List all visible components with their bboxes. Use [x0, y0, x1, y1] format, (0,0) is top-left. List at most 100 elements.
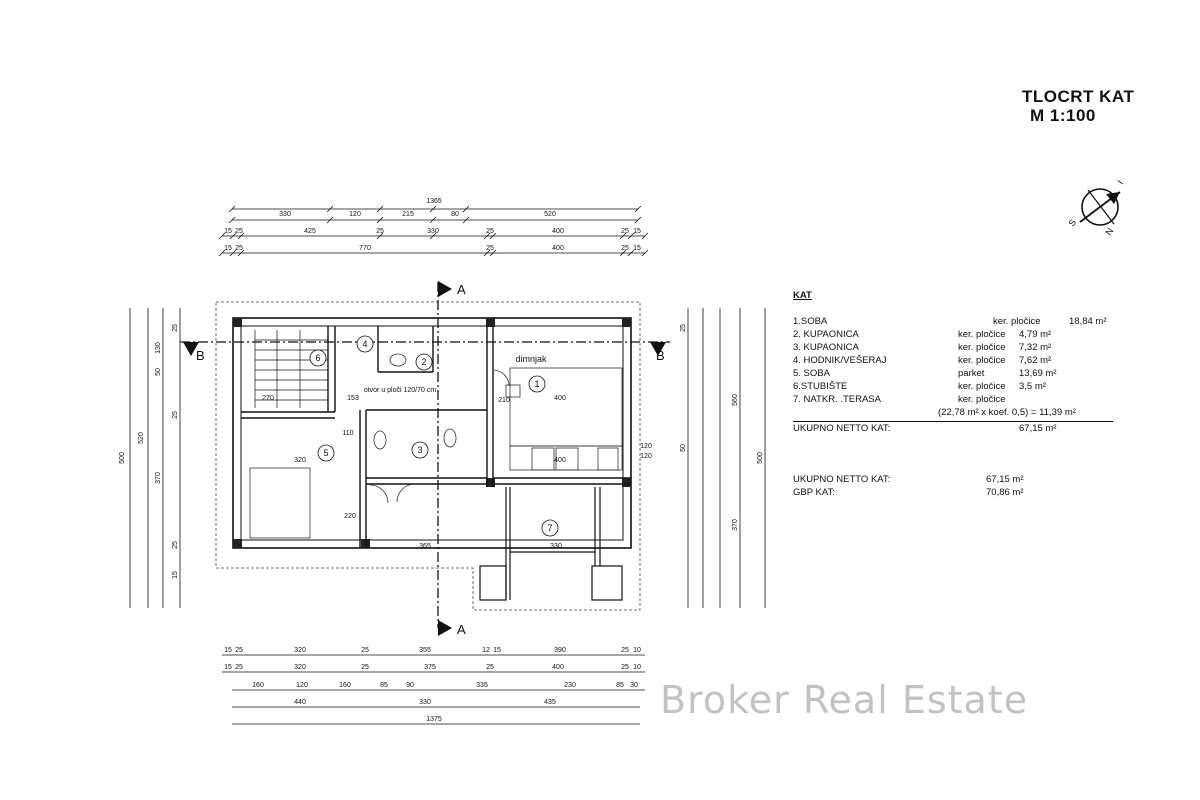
dim-bot-r1-5: 12: [482, 647, 490, 654]
legend-total-label: UKUPNO NETTO KAT:: [793, 423, 891, 434]
dimension-tick: [228, 205, 236, 213]
dimension-tick: [634, 216, 642, 224]
dim-bot-r2-5: 25: [486, 664, 494, 671]
dim-bot-r3-5: 335: [476, 682, 488, 689]
dim-bot-r1-6: 15: [493, 647, 501, 654]
bottom-dimension-chains: [222, 654, 645, 725]
legend-spacer: [793, 435, 1113, 473]
room-2-number: 2: [421, 357, 426, 367]
plan-dim-7: 153: [347, 395, 359, 402]
dim-top-r3-3: 25: [486, 245, 494, 252]
dim-left-0: 500: [119, 452, 126, 464]
legend-heading: KAT: [793, 290, 812, 301]
dim-bot-r1-3: 25: [361, 647, 369, 654]
dim-bot-r2-6: 400: [552, 664, 564, 671]
dim-left-3: 25: [172, 324, 179, 332]
dim-bot-r4-1: 330: [419, 699, 431, 706]
dimension-tick: [228, 216, 236, 224]
legend-total-row: UKUPNO NETTO KAT: 67,15 m²: [793, 421, 1113, 435]
floor-opening-note: otvor u ploči 120/70 cm: [364, 387, 437, 394]
legend-area: 18,84 m²: [1069, 316, 1107, 327]
dim-left-4: 15: [172, 571, 179, 579]
legend-area: 7,32 m²: [1019, 342, 1052, 353]
compass-letter-n: N: [1103, 226, 1115, 237]
dimension-tick: [376, 205, 384, 213]
section-b-right-label: B: [656, 348, 665, 363]
plan-dim-5: 330: [550, 543, 562, 550]
plan-dim-0: 270: [262, 395, 274, 402]
area-legend: KAT 1.SOBA ker. pločice 18,84 m² 2. KUPAON…: [793, 290, 1113, 499]
dim-bot-r1-0: 15: [224, 647, 232, 654]
dim-bot-r2-2: 320: [294, 664, 306, 671]
dim-right-5: 50: [680, 444, 687, 452]
dim-right-0: 500: [757, 452, 764, 464]
dim-bot-r3-6: 230: [564, 682, 576, 689]
compass-rose: [1079, 188, 1121, 226]
dim-left-8: 25: [172, 541, 179, 549]
dim-left-5: 130: [155, 342, 162, 354]
dimension-tick: [634, 205, 642, 213]
summary-value: 67,15 m²: [986, 474, 1024, 485]
dimension-tick: [619, 249, 627, 257]
left-dimension-chains: [129, 308, 181, 608]
section-a-top-label: A: [457, 282, 466, 297]
dim-bot-r3-7: 85: [616, 682, 624, 689]
legend-floor: parket: [958, 368, 985, 379]
legend-floor: ker. pločice: [958, 342, 1006, 353]
legend-total-value: 67,15 m²: [1019, 423, 1057, 434]
exterior-walls: [232, 317, 632, 549]
legend-room-name: 1.SOBA: [793, 316, 828, 327]
dim-bot-r4-2: 435: [544, 699, 556, 706]
room-3-number: 3: [417, 445, 422, 455]
dimension-tick: [483, 232, 491, 240]
section-a-bottom-label: A: [457, 622, 466, 637]
legend-area: 4,79 m²: [1019, 329, 1052, 340]
plan-dim-3: 400: [554, 395, 566, 402]
compass-letter-s: S: [1066, 217, 1078, 228]
dim-top-r3-0: 15: [224, 245, 232, 252]
legend-terrace-calc: (22,78 m² x koef. 0,5) = 11,39 m²: [938, 407, 1076, 418]
dim-bot-r3-8: 30: [630, 682, 638, 689]
room-6-number: 6: [315, 353, 320, 363]
dimension-tick: [429, 232, 437, 240]
plan-dim-2: 320: [294, 457, 306, 464]
dimension-tick: [489, 232, 497, 240]
dim-right-4: 120: [640, 453, 652, 460]
dim-top-r3-1: 25: [235, 245, 243, 252]
legend-room-name: 5. SOBA: [793, 368, 830, 379]
legend-floor: ker. pločice: [958, 394, 1006, 405]
dim-bot-r1-7: 390: [554, 647, 566, 654]
legend-room-name: 6.STUBIŠTE: [793, 381, 848, 392]
legend-room-name: 2. KUPAONICA: [793, 329, 859, 340]
dim-top-r1-0: 330: [279, 211, 291, 218]
dim-top-r3-6: 15: [633, 245, 641, 252]
dim-right-1: 370: [732, 519, 739, 531]
dim-bot-r2-7: 25: [621, 664, 629, 671]
dimension-tick: [237, 232, 245, 240]
dimension-tick: [429, 216, 437, 224]
dim-bot-r3-4: 90: [406, 682, 414, 689]
dim-bot-r1-2: 320: [294, 647, 306, 654]
summary-value: 70,86 m²: [986, 487, 1024, 498]
dim-top-r1-2: 215: [402, 211, 414, 218]
dim-right-2: 560: [732, 394, 739, 406]
drawing-scale: M 1:100: [1030, 106, 1096, 125]
watermark: Broker Real Estate: [660, 678, 1029, 722]
dimension-tick: [429, 205, 437, 213]
legend-terrace-calc-row: (22,78 m² x koef. 0,5) = 11,39 m²: [793, 406, 1113, 419]
dim-top-r1-1: 120: [349, 211, 361, 218]
dim-bot-r1-9: 10: [633, 647, 641, 654]
dim-bot-r1-8: 25: [621, 647, 629, 654]
section-b-left-label: B: [196, 348, 205, 363]
roof-outline: [215, 301, 641, 611]
legend-room-name: 4. HODNIK/VEŠERAJ: [793, 355, 887, 366]
dim-top-r2-4: 330: [427, 228, 439, 235]
room-4-number: 4: [362, 339, 367, 349]
dim-left-6: 25: [172, 411, 179, 419]
